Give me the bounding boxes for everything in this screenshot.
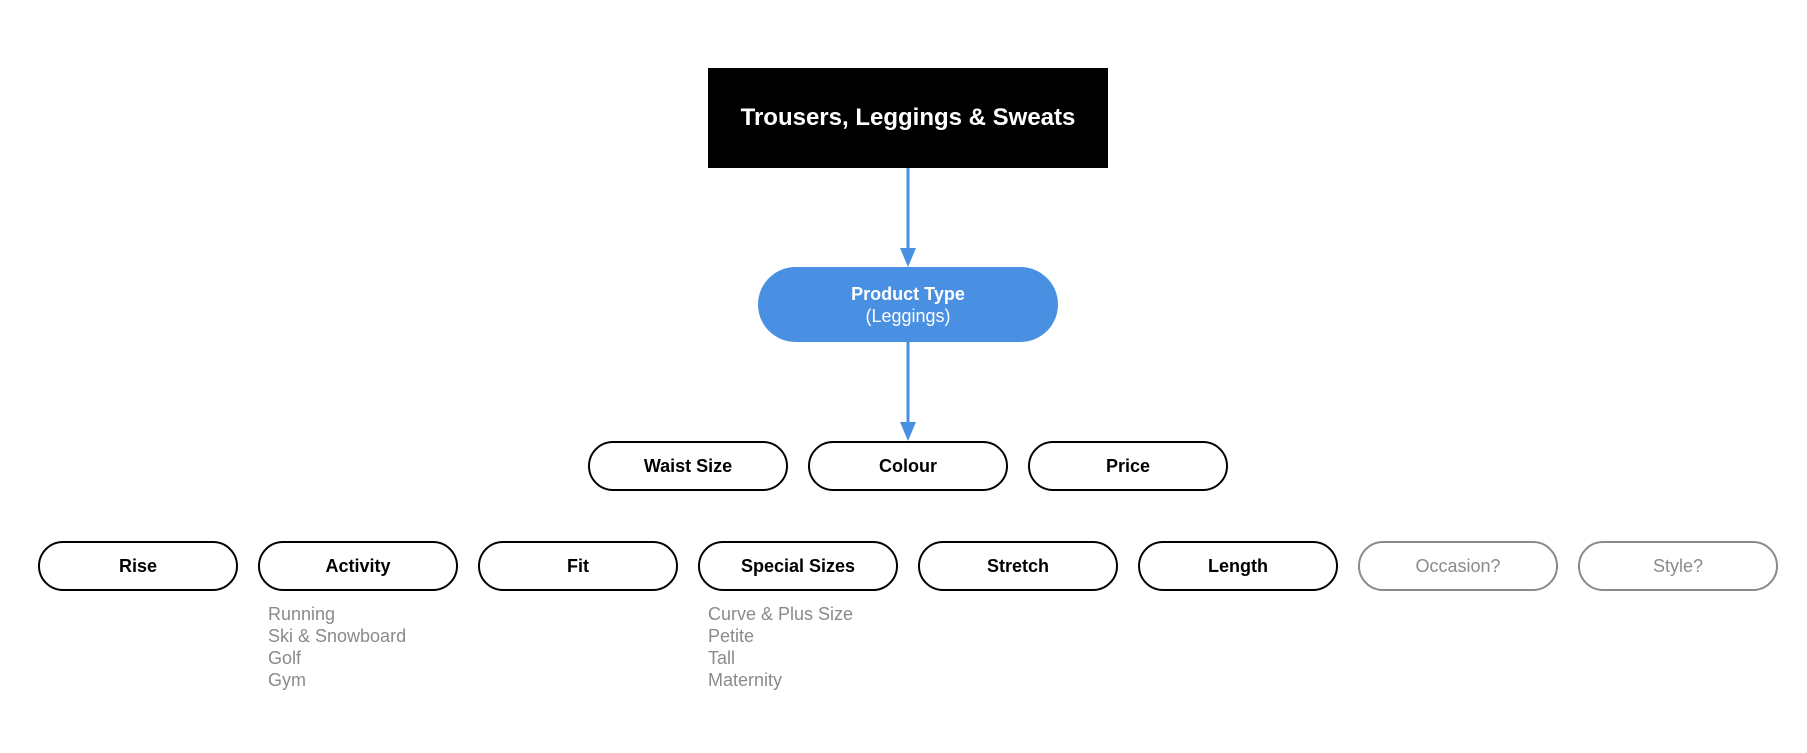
activity-option: Ski & Snowboard [268,626,407,646]
filter-style-label: Style? [1652,555,1704,576]
filter-stretch-label: Stretch [986,555,1049,576]
root-to-product-type-arrow [900,168,916,267]
filter-stretch: Stretch [918,541,1118,591]
filter-waist-size: Waist Size [588,441,788,491]
activity-option: Running [268,604,336,624]
filter-fit-label: Fit [567,555,589,576]
filter-occasion-label: Occasion? [1415,555,1501,576]
root-category-node: Trousers, Leggings & Sweats [708,68,1108,168]
activity-options-list: Running Ski & Snowboard Golf Gym [268,603,406,691]
filter-colour: Colour [808,441,1008,491]
filter-activity-label: Activity [325,555,391,576]
filter-waist-size-label: Waist Size [643,455,733,476]
filter-colour-label: Colour [879,455,937,476]
special-sizes-option: Maternity [708,670,783,690]
activity-option: Golf [268,648,302,668]
filter-fit: Fit [478,541,678,591]
filter-occasion: Occasion? [1358,541,1558,591]
activity-option: Gym [268,670,306,690]
filter-style: Style? [1578,541,1778,591]
filter-special-sizes: Special Sizes [698,541,898,591]
filter-length-label: Length [1208,555,1268,576]
filter-activity: Activity [258,541,458,591]
special-sizes-options-list: Curve & Plus Size Petite Tall Maternity [708,603,853,691]
product-type-node: Product Type (Leggings) [758,267,1058,342]
filter-rise: Rise [38,541,238,591]
filter-rise-label: Rise [118,555,158,576]
product-type-title: Product Type [851,283,965,304]
special-sizes-option: Petite [708,626,755,646]
special-sizes-option: Tall [708,648,736,668]
product-type-to-filters-arrow [900,342,916,441]
filter-price: Price [1028,441,1228,491]
root-category-label: Trousers, Leggings & Sweats [740,104,1076,131]
filter-price-label: Price [1105,455,1151,476]
filter-length: Length [1138,541,1338,591]
special-sizes-option: Curve & Plus Size [708,604,854,624]
filter-special-sizes-label: Special Sizes [740,555,856,576]
product-type-subtitle: (Leggings) [865,305,951,326]
